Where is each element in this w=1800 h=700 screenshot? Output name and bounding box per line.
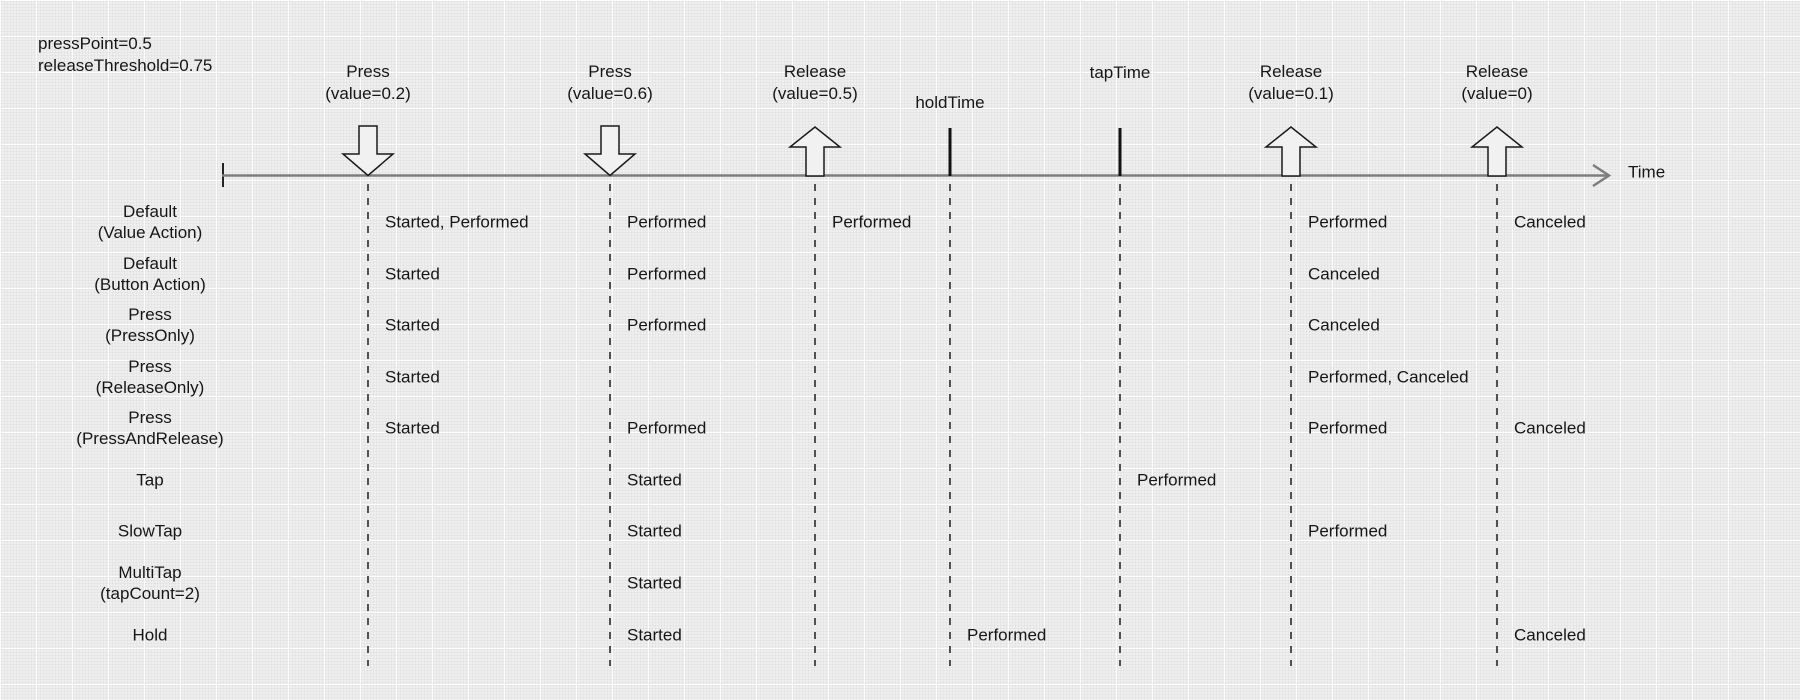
event-label: Performed [627,315,707,335]
row-label-line: Press [128,305,172,324]
row-label: Tap [136,470,163,491]
column-header: Release (value=0.1) [1248,61,1334,105]
press-down-arrow-icon [582,125,638,177]
row-label-line: Tap [136,470,164,490]
column-header-label: Press [588,62,632,81]
column-header: Release (value=0) [1461,61,1532,105]
column-header: holdTime [915,92,984,114]
config-text: pressPoint=0.5 releaseThreshold=0.75 [38,33,212,77]
event-label: Started [385,367,440,387]
row-label: Press (ReleaseOnly) [96,356,205,398]
row-label: Press (PressOnly) [105,304,195,346]
event-label: Performed [1308,521,1388,541]
row-label-line: Default [123,254,177,273]
event-label: Canceled [1308,264,1380,284]
row-label-line: Hold [132,625,168,645]
row-label-subline: (PressOnly) [105,326,195,345]
event-label: Started [385,264,440,284]
event-label: Started [627,470,682,490]
row-label-subline: (tapCount=2) [100,584,200,603]
column-header-sublabel: (value=0) [1461,84,1533,103]
column-header-label: Release [1465,62,1529,81]
time-axis-arrowhead-icon [1592,163,1612,188]
row-label-line: Default [123,202,177,221]
column-header: Release (value=0.5) [772,61,858,105]
column-header-label: tapTime [1089,63,1151,82]
column-header-label: Release [783,62,847,81]
row-label-line: MultiTap [118,563,182,582]
row-label-subline: (ReleaseOnly) [95,378,205,397]
release-up-arrow-icon [1469,126,1525,177]
row-label: MultiTap (tapCount=2) [100,562,200,604]
event-label: Performed [627,264,707,284]
event-label: Performed [832,212,912,232]
row-label-line: SlowTap [117,521,183,541]
config-presspoint: pressPoint=0.5 [38,34,152,53]
column-header-sublabel: (value=0.5) [772,84,858,103]
event-label: Performed [1308,212,1388,232]
column-header-label: holdTime [915,93,985,112]
row-label: Hold [133,625,168,646]
column-header-sublabel: (value=0.6) [567,84,653,103]
event-label: Performed, Canceled [1308,367,1469,387]
row-label-line: Press [128,357,172,376]
event-label: Started [627,573,682,593]
column-header: Press (value=0.2) [325,61,411,105]
event-label: Performed [627,212,707,232]
event-label: Canceled [1514,418,1586,438]
release-up-arrow-icon [787,126,843,177]
column-header-label: Press [346,62,390,81]
row-label-subline: (Button Action) [94,275,206,294]
row-label: Default (Value Action) [98,201,203,243]
column-header-sublabel: (value=0.2) [325,84,411,103]
press-down-arrow-icon [340,125,396,177]
event-label: Canceled [1308,315,1380,335]
event-label: Performed [967,625,1047,645]
event-label: Canceled [1514,212,1586,232]
column-header: Press (value=0.6) [567,61,653,105]
release-up-arrow-icon [1263,126,1319,177]
column-header: tapTime [1090,62,1151,84]
event-label: Started [627,625,682,645]
event-label: Started [627,521,682,541]
event-label: Performed [1308,418,1388,438]
row-label-subline: (PressAndRelease) [76,429,224,448]
event-label: Started [385,315,440,335]
config-releasethreshold: releaseThreshold=0.75 [38,56,213,75]
row-label-line: Press [128,408,172,427]
event-label: Started, Performed [385,212,529,232]
event-label: Performed [1137,470,1217,490]
event-label: Started [385,418,440,438]
row-label: Default (Button Action) [94,253,206,295]
row-label: Press (PressAndRelease) [76,407,223,449]
column-header-sublabel: (value=0.1) [1248,84,1334,103]
column-header-label: Release [1259,62,1323,81]
row-label: SlowTap [118,521,182,542]
event-label: Canceled [1514,625,1586,645]
row-label-subline: (Value Action) [97,223,203,242]
event-label: Performed [627,418,707,438]
time-axis-label: Time [1628,162,1666,182]
